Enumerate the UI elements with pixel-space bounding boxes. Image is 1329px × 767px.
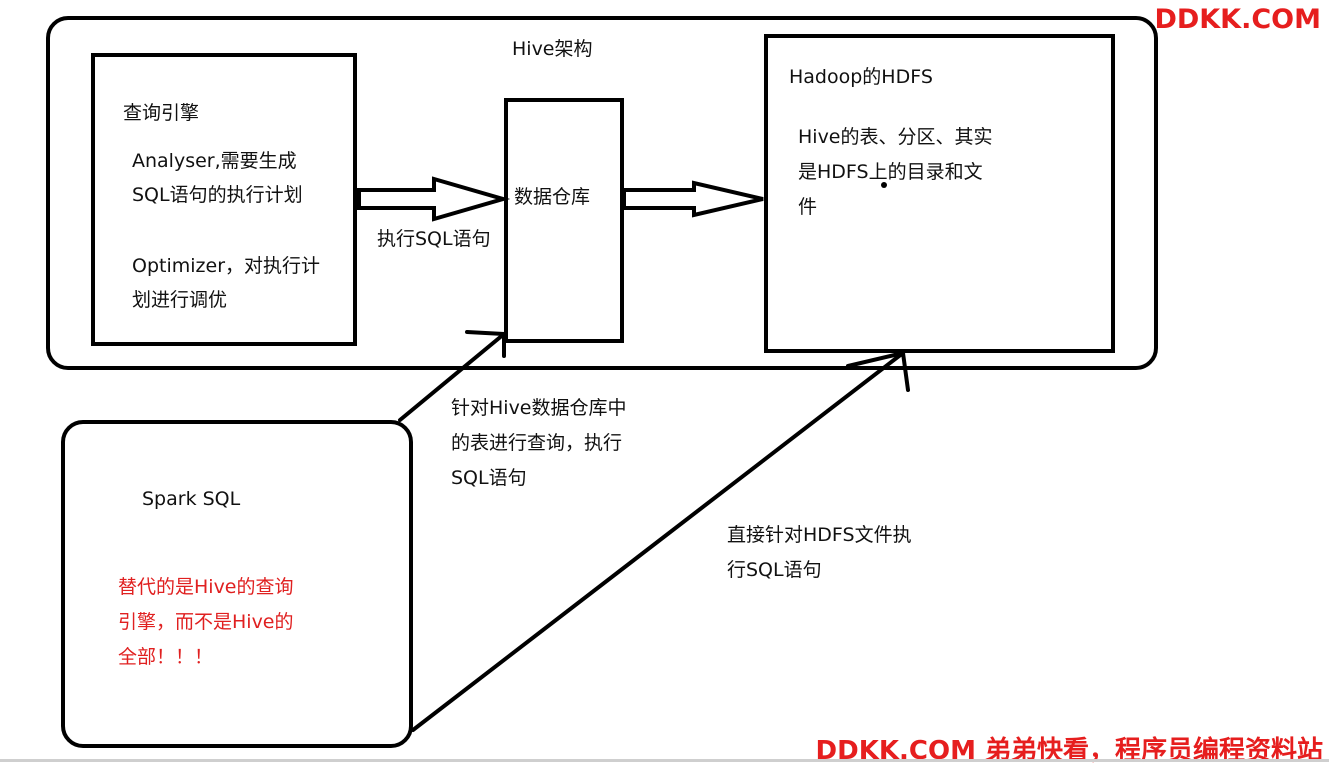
hive-title: Hive架构	[512, 38, 593, 60]
execute-sql-arrow-label: 执行SQL语句	[377, 228, 491, 250]
hdfs-desc-line-1: Hive的表、分区、其实	[798, 126, 993, 148]
block-arrow-engine-to-warehouse	[357, 176, 511, 222]
optimizer-line-1: Optimizer，对执行计	[132, 255, 321, 277]
to-warehouse-note-line-2: 的表进行查询，执行	[451, 432, 623, 454]
arrowhead-spark-to-hdfs	[846, 351, 910, 392]
spark-sql-title: Spark SQL	[142, 488, 241, 510]
analyser-line-2: SQL语句的执行计划	[132, 184, 303, 206]
to-warehouse-note-line-3: SQL语句	[451, 467, 527, 489]
to-hdfs-note-line-2: 行SQL语句	[727, 559, 822, 581]
query-engine-title: 查询引擎	[123, 102, 200, 124]
stray-dot	[881, 182, 887, 188]
optimizer-line-2: 划进行调优	[132, 289, 228, 311]
spark-note-line-1: 替代的是Hive的查询	[118, 576, 294, 598]
data-warehouse-box	[504, 98, 624, 343]
to-warehouse-note-line-1: 针对Hive数据仓库中	[451, 397, 627, 419]
data-warehouse-label: 数据仓库	[514, 186, 591, 208]
to-hdfs-note-line-1: 直接针对HDFS文件执	[727, 524, 912, 546]
spark-note-line-3: 全部！！！	[118, 646, 214, 668]
spark-sql-box	[61, 420, 413, 748]
hdfs-desc-line-3: 件	[798, 196, 818, 218]
line-spark-to-hdfs	[411, 351, 905, 732]
watermark-top: DDKK.COM	[1154, 4, 1321, 35]
bottom-divider	[0, 759, 1329, 762]
spark-note-line-2: 引擎，而不是Hive的	[118, 611, 294, 633]
hdfs-box	[764, 34, 1115, 353]
line-spark-to-warehouse	[398, 332, 506, 422]
hdfs-title: Hadoop的HDFS	[789, 66, 933, 88]
block-arrow-warehouse-to-hdfs	[622, 180, 764, 218]
analyser-line-1: Analyser,需要生成	[132, 150, 297, 172]
arrowhead-spark-to-warehouse	[465, 330, 506, 358]
query-engine-box	[91, 53, 357, 346]
hive-architecture-frame	[46, 16, 1158, 370]
hdfs-desc-line-2: 是HDFS上的目录和文	[798, 161, 983, 183]
